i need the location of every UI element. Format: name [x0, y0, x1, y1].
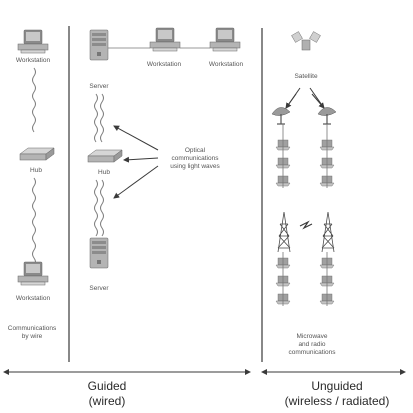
- radio-tower-icon: [321, 211, 335, 253]
- caption-wireless: (wireless / radiated): [285, 394, 390, 408]
- caption-unguided: Unguided: [311, 379, 362, 393]
- label-optical-1: Optical: [185, 147, 206, 154]
- dish-antenna-icon: [317, 106, 337, 125]
- label-server-bottom: Server: [89, 285, 109, 292]
- arrow-to-lower-fiber: [113, 165, 159, 199]
- optical-wave: [94, 93, 98, 143]
- lightning-icon: [299, 220, 313, 230]
- optical-wave: [100, 93, 104, 143]
- server-icon: [89, 29, 109, 61]
- hub-icon: [87, 149, 123, 163]
- dish-antenna-icon: [271, 106, 291, 125]
- label-workstation-bottom-left: Workstation: [16, 295, 51, 302]
- label-workstation-top-right: Workstation: [209, 61, 244, 68]
- label-wire-2: by wire: [22, 333, 43, 340]
- label-server-top: Server: [89, 83, 109, 90]
- arrow-to-hub: [123, 156, 159, 163]
- radio-tower-icon: [277, 211, 291, 253]
- label-workstation-top-mid: Workstation: [147, 61, 182, 68]
- label-micro-2: and radio: [298, 341, 325, 348]
- server-icon: [89, 237, 109, 269]
- label-workstation-top-left: Workstation: [16, 57, 51, 64]
- label-hub-mid: Hub: [98, 169, 110, 176]
- label-wire-1: Communications: [8, 325, 57, 332]
- label-optical-3: using light waves: [170, 163, 220, 170]
- workstation-icon: [17, 29, 49, 54]
- label-satellite: Satellite: [294, 73, 318, 80]
- satellite-icon: [291, 31, 321, 51]
- optical-wave: [94, 179, 98, 237]
- label-micro-3: communications: [289, 349, 337, 356]
- label-hub-left: Hub: [30, 167, 42, 174]
- wire-wave: [32, 177, 36, 267]
- sat-link-right-up: [309, 87, 325, 109]
- sat-link-left-up: [285, 87, 301, 109]
- optical-wave: [100, 179, 104, 237]
- arrow-to-upper-fiber: [113, 125, 159, 151]
- workstation-icon: [17, 261, 49, 286]
- workstation-icon: [149, 27, 181, 52]
- label-micro-1: Microwave: [296, 333, 327, 340]
- wire-wave: [32, 67, 36, 133]
- caption-wired: (wired): [89, 394, 126, 408]
- caption-guided: Guided: [88, 379, 127, 393]
- hub-icon: [19, 147, 55, 161]
- workstation-icon: [209, 27, 241, 52]
- label-optical-2: communications: [172, 155, 220, 162]
